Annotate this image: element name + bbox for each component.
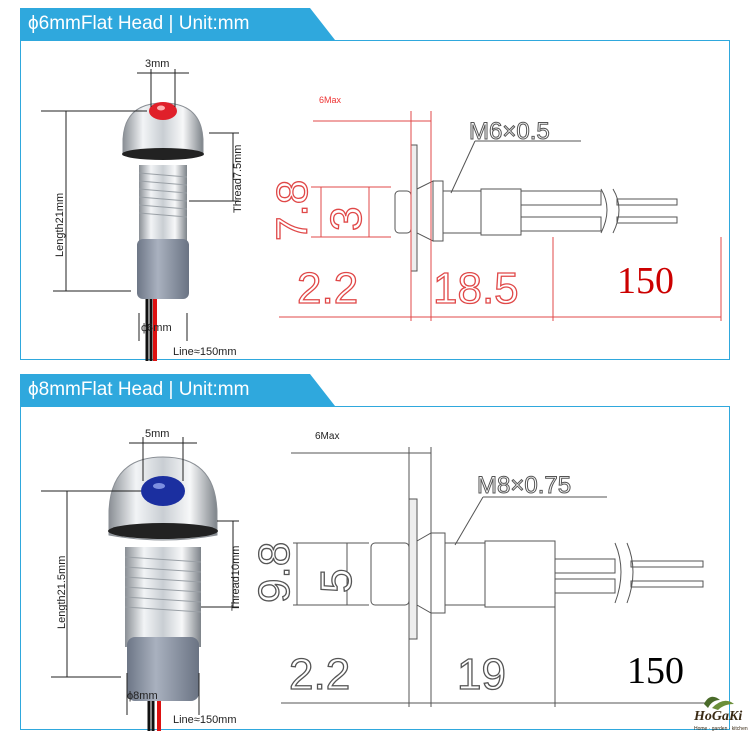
line-length-label: Line≈150mm — [173, 346, 237, 358]
outer-diameter-label-8mm: 9.8 — [250, 542, 299, 603]
body-diameter-label: ϕ6mm — [141, 322, 172, 334]
technical-drawing-8mm — [281, 447, 711, 707]
thread-spec-label: M6×0.5 — [469, 118, 550, 145]
panel-2-title-tab: ϕ8mmFlat Head | Unit:mm — [20, 374, 335, 406]
photo-dimension-lines — [41, 69, 239, 341]
photo-dimension-lines-8mm — [41, 437, 239, 715]
flange-label-8mm: 2.2 — [289, 650, 350, 699]
body-length-label: 18.5 — [433, 264, 519, 313]
head-diameter-label-8mm: 5mm — [145, 428, 169, 440]
thread-length-label: Thread7.5mm — [232, 145, 244, 213]
body-diameter-label-8mm: ϕ8mm — [127, 690, 158, 702]
max-label: 6Max — [319, 95, 342, 105]
wire-length-label: 150 — [617, 260, 674, 302]
head-diameter-label: 3mm — [145, 58, 169, 70]
panel-2-title: ϕ8mmFlat Head | Unit:mm — [28, 379, 250, 400]
flange-label: 2.2 — [297, 264, 358, 313]
length-label-8mm: Length21.5mm — [56, 556, 68, 629]
panel-1-title: ϕ6mmFlat Head | Unit:mm — [28, 13, 250, 34]
logo-tagline: Home · garden · kitchen — [694, 726, 748, 732]
technical-drawing-6mm — [394, 140, 678, 272]
lens-diameter-label: 3 — [322, 207, 371, 231]
thread-length-label-8mm: Thread10mm — [230, 546, 242, 611]
body-length-label-8mm: 19 — [457, 650, 506, 699]
length-label: Length21mm — [54, 193, 66, 257]
technical-dimensions-6mm — [279, 111, 722, 321]
wire-length-label-8mm: 150 — [627, 650, 684, 692]
thread-spec-label-8mm: M8×0.75 — [477, 472, 571, 499]
lens-diameter-label-8mm: 5 — [312, 569, 361, 593]
logo-brand: HoGaKi — [693, 709, 742, 724]
blue-lens — [141, 476, 185, 506]
outer-diameter-label: 7.8 — [268, 180, 317, 241]
red-lens — [149, 102, 177, 120]
brand-logo: HoGaKi Home · garden · kitchen — [690, 690, 750, 736]
line-length-label-8mm: Line≈150mm — [173, 714, 237, 726]
led-photo-6mm — [122, 102, 204, 361]
panel-1: 3mm Length21mm Thread7.5mm ϕ6mm Line≈150… — [20, 40, 730, 361]
panel-1-title-tab: ϕ6mmFlat Head | Unit:mm — [20, 8, 335, 40]
led-photo-8mm — [108, 456, 218, 731]
panel-2: 5mm Length21.5mm Thread10mm ϕ8mm Line≈15… — [20, 406, 730, 731]
panel-2-drawing: 5mm Length21.5mm Thread10mm ϕ8mm Line≈15… — [41, 428, 711, 731]
max-label-8mm: 6Max — [315, 431, 339, 442]
panel-1-drawing: 3mm Length21mm Thread7.5mm ϕ6mm Line≈150… — [41, 58, 722, 361]
